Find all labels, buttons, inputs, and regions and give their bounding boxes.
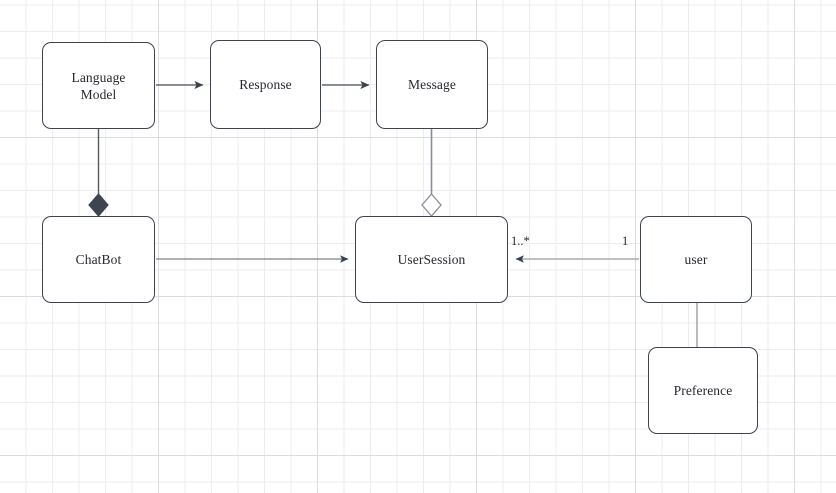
node-chatbot[interactable]: ChatBot (42, 216, 155, 303)
edge-language-model-to-chatbot (88, 129, 109, 217)
node-message[interactable]: Message (376, 40, 488, 129)
node-language-model[interactable]: Language Model (42, 42, 155, 129)
node-usersession[interactable]: UserSession (355, 216, 508, 303)
node-language-model-label: Language Model (71, 69, 126, 102)
hollow-diamond-aggregation (421, 193, 442, 217)
multiplicity-label-user: 1 (622, 234, 629, 248)
node-message-label: Message (408, 77, 456, 92)
node-usersession-label: UserSession (397, 252, 466, 267)
node-preference[interactable]: Preference (648, 347, 758, 434)
node-preference-label: Preference (673, 383, 733, 398)
node-chatbot-label: ChatBot (75, 252, 122, 267)
node-response[interactable]: Response (210, 40, 321, 129)
node-user[interactable]: user (640, 216, 752, 303)
multiplicity-label-usersession: 1..* (511, 234, 530, 248)
node-response-label: Response (239, 77, 292, 92)
node-user-label: user (684, 252, 708, 267)
filled-diamond-composition (88, 193, 109, 217)
edge-message-to-usersession (421, 129, 442, 217)
